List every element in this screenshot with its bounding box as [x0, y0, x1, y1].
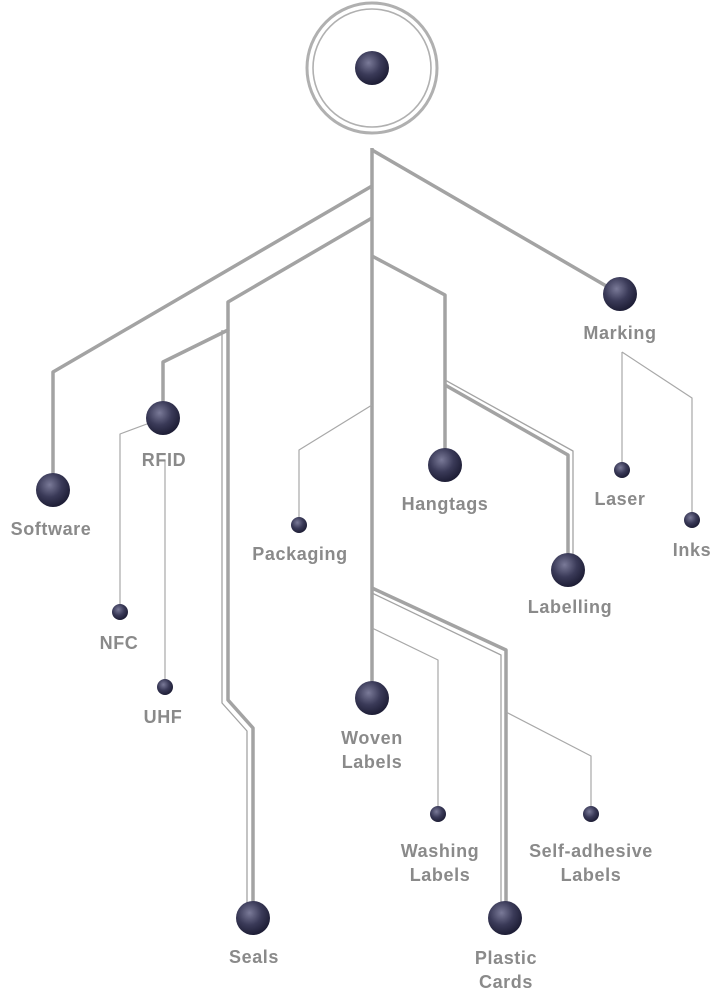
label-laser: Laser — [594, 489, 646, 509]
label-selfadhesive-line1: Self-adhesive — [529, 841, 653, 861]
node-woven — [355, 681, 389, 715]
label-selfadhesive-labels: Self-adhesive Labels — [529, 839, 653, 887]
label-hangtags: Hangtags — [401, 494, 489, 514]
branch-labelling — [444, 383, 570, 570]
label-packaging: Packaging — [252, 544, 348, 564]
label-software: Software — [10, 519, 92, 539]
label-seals: Seals — [228, 947, 280, 967]
branch-plastic — [371, 586, 508, 918]
label-labelling: Labelling — [527, 597, 613, 617]
branch-inks — [621, 351, 693, 520]
node-washing — [430, 806, 446, 822]
root-node — [305, 1, 439, 135]
node-seals — [236, 901, 270, 935]
branch-selfadhesive — [505, 711, 592, 814]
node-hangtags — [428, 448, 462, 482]
branch-seals — [226, 330, 255, 917]
node-marking — [603, 277, 637, 311]
label-inks: Inks — [672, 540, 712, 560]
node-uhf — [157, 679, 173, 695]
branch-packaging — [298, 404, 373, 525]
label-uhf: UHF — [143, 707, 183, 727]
label-washing-line1: Washing — [400, 841, 480, 861]
branch-marking — [371, 148, 621, 296]
node-selfadhesive — [583, 806, 599, 822]
plastic-double — [371, 592, 502, 918]
label-woven-line2: Labels — [341, 752, 403, 772]
branch-washing — [371, 627, 439, 814]
label-plastic-line1: Plastic — [474, 948, 538, 968]
node-plastic — [488, 901, 522, 935]
label-plastic-line2: Cards — [478, 972, 534, 992]
label-washing-line2: Labels — [409, 865, 471, 885]
label-plastic-cards: Plastic Cards — [475, 946, 537, 994]
label-selfadhesive-line2: Labels — [560, 865, 622, 885]
label-marking: Marking — [583, 323, 657, 343]
labelling-double — [444, 379, 574, 570]
node-laser — [614, 462, 630, 478]
branch-hangtags — [371, 254, 447, 465]
node-rfid — [146, 401, 180, 435]
node-nfc — [112, 604, 128, 620]
label-nfc: NFC — [99, 633, 139, 653]
label-rfid: RFID — [141, 450, 187, 470]
label-washing-labels: Washing Labels — [401, 839, 480, 887]
branch-software — [51, 184, 373, 490]
node-software — [36, 473, 70, 507]
seals-double — [221, 330, 248, 917]
node-inks — [684, 512, 700, 528]
node-labelling — [551, 553, 585, 587]
label-woven-labels: Woven Labels — [341, 726, 403, 774]
label-woven-line1: Woven — [341, 728, 403, 748]
node-packaging — [291, 517, 307, 533]
